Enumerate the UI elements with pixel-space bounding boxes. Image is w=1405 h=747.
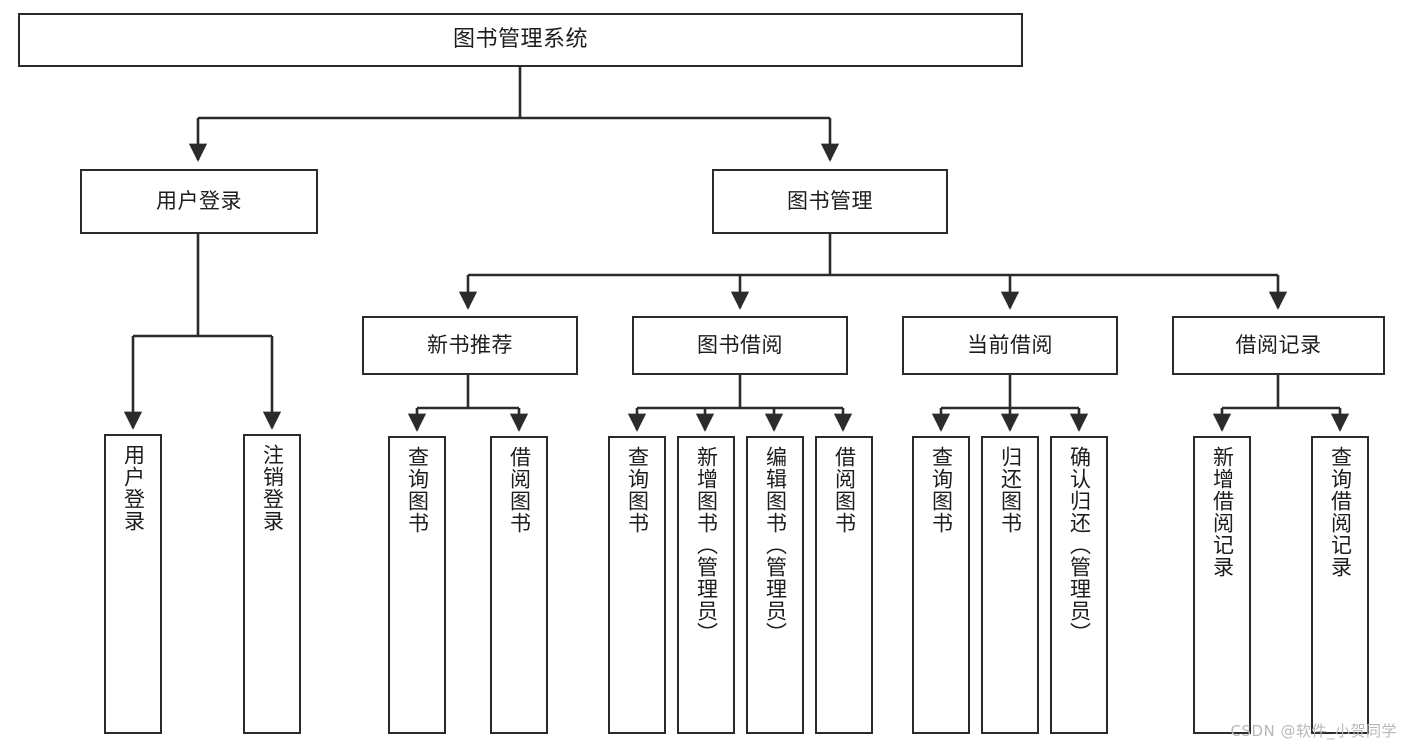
- leaf-borrow-borrow-book-label: 借阅图书: [832, 446, 857, 534]
- leaf-borrow-add-book-label: 新增图书（管理员）: [694, 446, 719, 644]
- leaf-user-login-signout[interactable]: 注销登录: [243, 434, 301, 734]
- leaf-user-login-signout-label: 注销登录: [260, 444, 285, 532]
- leaf-current-return-book[interactable]: 归还图书: [981, 436, 1039, 734]
- leaf-current-return-book-label: 归还图书: [998, 446, 1023, 534]
- leaf-record-query-label: 查询借阅记录: [1328, 446, 1353, 578]
- leaf-current-query-book[interactable]: 查询图书: [912, 436, 970, 734]
- node-borrow-record[interactable]: 借阅记录: [1172, 316, 1385, 375]
- leaf-current-confirm-return[interactable]: 确认归还（管理员）: [1050, 436, 1108, 734]
- leaf-new-book-query[interactable]: 查询图书: [388, 436, 446, 734]
- node-current-borrow-label: 当前借阅: [967, 333, 1053, 358]
- node-book-borrow-label: 图书借阅: [697, 333, 783, 358]
- leaf-borrow-edit-book-label: 编辑图书（管理员）: [763, 446, 788, 644]
- csdn-watermark: CSDN @软件_小贺同学: [1230, 722, 1397, 740]
- node-new-book-recommend-label: 新书推荐: [427, 333, 513, 358]
- node-root[interactable]: 图书管理系统: [18, 13, 1023, 67]
- node-book-management-label: 图书管理: [787, 189, 873, 214]
- node-book-borrow[interactable]: 图书借阅: [632, 316, 848, 375]
- node-root-label: 图书管理系统: [452, 27, 588, 53]
- node-user-login-label: 用户登录: [156, 189, 242, 214]
- leaf-user-login-signin[interactable]: 用户登录: [104, 434, 162, 734]
- leaf-borrow-query-book-label: 查询图书: [625, 446, 650, 534]
- leaf-user-login-signin-label: 用户登录: [121, 444, 146, 532]
- leaf-record-query[interactable]: 查询借阅记录: [1311, 436, 1369, 734]
- leaf-new-book-query-label: 查询图书: [405, 446, 430, 534]
- leaf-current-query-book-label: 查询图书: [929, 446, 954, 534]
- node-current-borrow[interactable]: 当前借阅: [902, 316, 1118, 375]
- leaf-record-add-label: 新增借阅记录: [1210, 446, 1235, 578]
- leaf-borrow-edit-book[interactable]: 编辑图书（管理员）: [746, 436, 804, 734]
- node-new-book-recommend[interactable]: 新书推荐: [362, 316, 578, 375]
- leaf-new-book-borrow-label: 借阅图书: [507, 446, 532, 534]
- node-user-login[interactable]: 用户登录: [80, 169, 318, 234]
- leaf-borrow-add-book[interactable]: 新增图书（管理员）: [677, 436, 735, 734]
- node-borrow-record-label: 借阅记录: [1235, 333, 1322, 358]
- node-book-management[interactable]: 图书管理: [712, 169, 948, 234]
- leaf-current-confirm-return-label: 确认归还（管理员）: [1067, 446, 1092, 644]
- leaf-record-add[interactable]: 新增借阅记录: [1193, 436, 1251, 734]
- leaf-new-book-borrow[interactable]: 借阅图书: [490, 436, 548, 734]
- leaf-borrow-borrow-book[interactable]: 借阅图书: [815, 436, 873, 734]
- leaf-borrow-query-book[interactable]: 查询图书: [608, 436, 666, 734]
